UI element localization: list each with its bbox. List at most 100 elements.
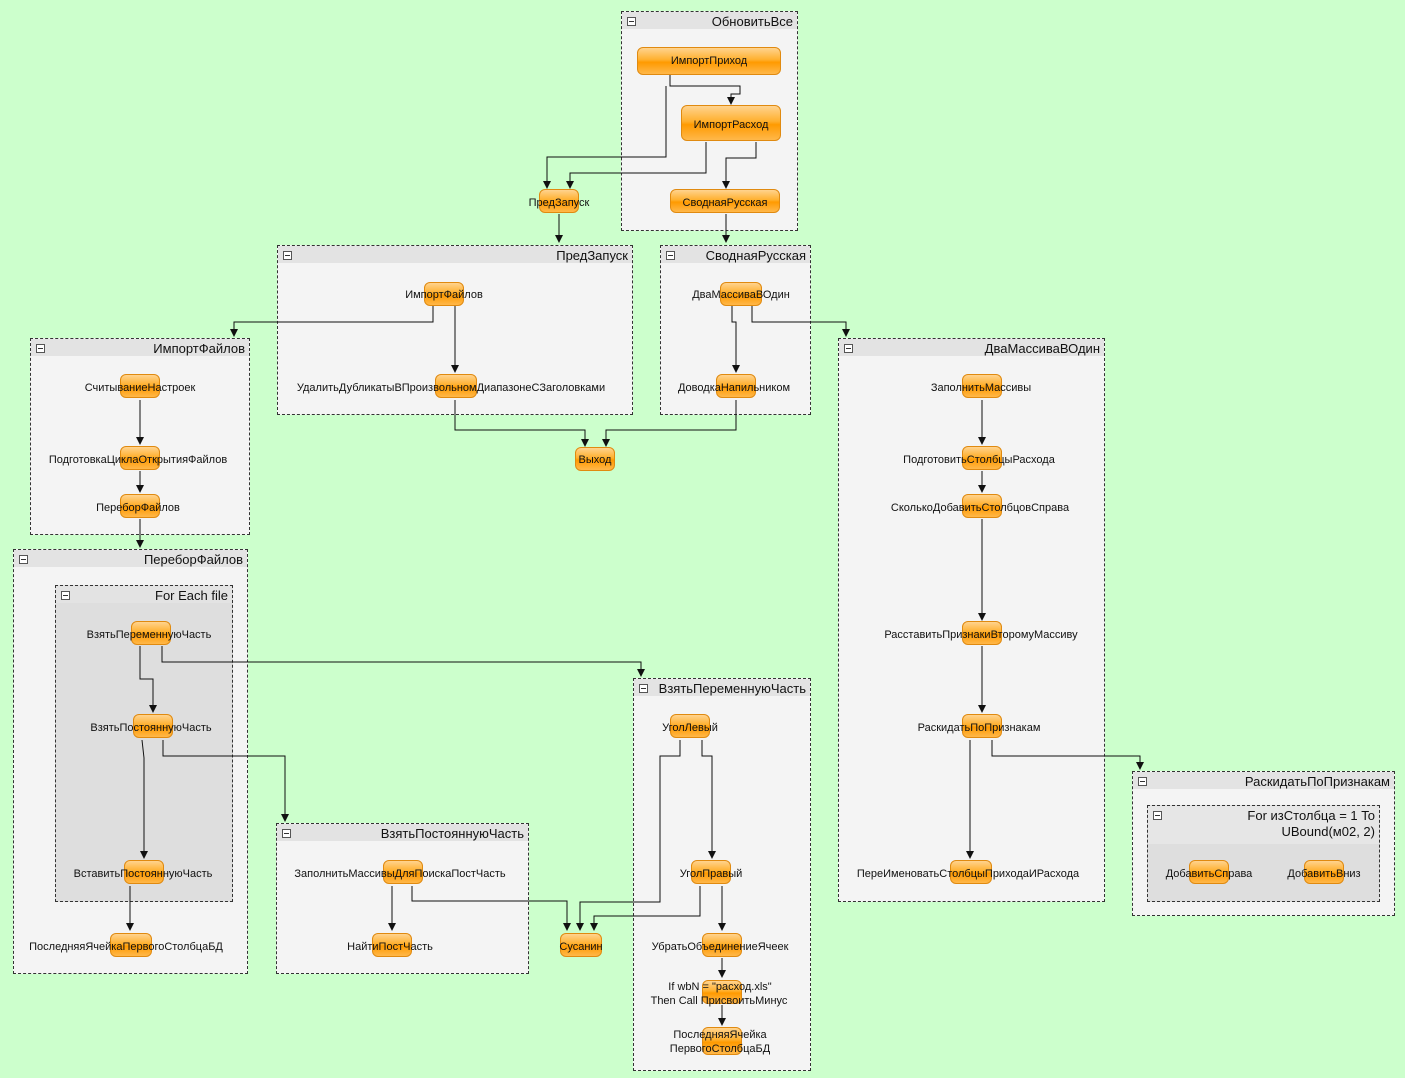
node-raskidat-po-priznakam[interactable] — [962, 714, 1002, 738]
label-ugol-levyi: УголЛевый — [662, 722, 718, 734]
edge — [411, 886, 571, 931]
node-vzyat-postoyannuyu[interactable] — [133, 714, 173, 738]
collapse-icon[interactable] — [627, 17, 636, 26]
label-vyhod: Выход — [578, 454, 612, 466]
edge — [602, 400, 737, 447]
label-pred-zapusk: ПредЗапуск — [528, 197, 590, 209]
node-dobavit-sprava[interactable] — [1189, 860, 1229, 884]
node-ubrat-obedinenie[interactable] — [702, 933, 742, 957]
group-title: ВзятьПостояннуюЧасть — [380, 826, 524, 841]
label-dovodka: ДоводкаНапильником — [677, 382, 791, 394]
label-poslednyaya-yacheika: ПоследняяЯчейкаПервогоСтолбцаБД — [29, 941, 223, 953]
collapse-icon[interactable] — [36, 344, 45, 353]
label-poslednyaya-2-line1: ПоследняяЯчейка — [673, 1029, 767, 1041]
label-raskidat-po-priznakam: РаскидатьПоПризнакам — [917, 722, 1041, 734]
collapse-icon[interactable] — [666, 251, 675, 260]
node-skolko-dobavit[interactable] — [962, 494, 1002, 518]
node-prisvoit-minus[interactable] — [702, 980, 742, 1004]
label-zapolnit-dlya-poiska: ЗаполнитьМассивыДляПоискаПостЧасть — [294, 868, 506, 880]
label-import-prihod: ИмпортПриход — [670, 55, 748, 67]
label-ugol-pravyi: УголПравый — [679, 868, 743, 880]
group-title: ОбновитьВсе — [711, 14, 793, 29]
label-podgotovka-cikla: ПодготовкаЦиклаОткрытияФайлов — [48, 454, 228, 466]
node-dva-massiva-v-odin[interactable] — [720, 282, 762, 306]
node-zapolnit-dlya-poiska[interactable] — [383, 860, 423, 884]
label-dobavit-sprava: ДобавитьСправа — [1165, 868, 1253, 880]
node-poslednyaya-2[interactable] — [702, 1027, 742, 1055]
edge — [140, 739, 148, 859]
label-vstavit-postoyannuyu: ВставитьПостояннуюЧасть — [73, 868, 213, 880]
edge — [722, 142, 757, 189]
collapse-icon[interactable] — [1138, 777, 1147, 786]
edge — [162, 740, 289, 822]
node-vzyat-peremennuyu[interactable] — [131, 621, 171, 645]
collapse-icon[interactable] — [1153, 811, 1162, 820]
collapse-icon[interactable] — [282, 829, 291, 838]
node-dovodka[interactable] — [716, 374, 756, 398]
node-susanin[interactable] — [560, 933, 602, 957]
edge — [751, 306, 850, 337]
node-vstavit-postoyannuyu[interactable] — [124, 860, 164, 884]
edge — [454, 400, 589, 447]
node-import-failov[interactable] — [424, 282, 464, 306]
node-podgotovka-cikla[interactable] — [120, 446, 160, 470]
edge — [230, 306, 434, 337]
collapse-icon[interactable] — [639, 684, 648, 693]
edge — [161, 646, 645, 677]
edge — [139, 646, 157, 713]
node-dobavit-vniz[interactable] — [1304, 860, 1344, 884]
group-title: СводнаяРусская — [705, 248, 806, 263]
collapse-icon[interactable] — [19, 555, 28, 564]
collapse-icon[interactable] — [61, 591, 70, 600]
node-import-rashod[interactable] — [681, 105, 781, 141]
collapse-icon[interactable] — [283, 251, 292, 260]
node-rasstavit-priznaki[interactable] — [962, 621, 1002, 645]
label-if-wbn-line2: Then Call ПрисвоитьМинус — [650, 995, 788, 1007]
label-import-failov: ИмпортФайлов — [405, 289, 483, 301]
node-poslednyaya-yacheika[interactable] — [110, 933, 152, 957]
group-for-iz-stolbca: For изСтолбца = 1 To UBound(м02, 2) — [1147, 805, 1380, 902]
node-ugol-pravyi[interactable] — [691, 860, 731, 884]
node-podgotovit-stolbcy[interactable] — [962, 446, 1002, 470]
label-import-rashod: ИмпортРасход — [693, 119, 769, 131]
label-udalit-dublikaty: УдалитьДубликатыВПроизвольномДиапазонеСЗ… — [296, 382, 606, 394]
node-udalit-dublikaty[interactable] — [435, 374, 477, 398]
label-skolko-dobavit: СколькоДобавитьСтолбцовСправа — [890, 502, 1070, 514]
group-title: For изСтолбца = 1 To UBound(м02, 2) — [1247, 808, 1375, 839]
edge — [731, 306, 740, 373]
group-title: ПредЗапуск — [556, 248, 628, 263]
node-perebor-failov[interactable] — [120, 494, 160, 518]
node-svodnaya-russkaya[interactable] — [670, 189, 780, 213]
node-import-prihod[interactable] — [637, 47, 781, 75]
group-dva-massiva: ДваМассиваВОдин — [838, 338, 1105, 902]
edge — [590, 886, 701, 931]
node-zapolnit-massivy[interactable] — [962, 374, 1002, 398]
node-schityvanie[interactable] — [120, 374, 160, 398]
collapse-icon[interactable] — [844, 344, 853, 353]
node-pereimenovat[interactable] — [950, 860, 992, 884]
edge — [566, 142, 707, 189]
edge — [991, 740, 1144, 770]
edge — [543, 86, 667, 189]
node-naiti-post[interactable] — [372, 933, 412, 957]
label-pereimenovat: ПереИменоватьСтолбцыПриходаИРасхода — [856, 868, 1080, 880]
node-ugol-levyi[interactable] — [670, 714, 710, 738]
label-naiti-post: НайтиПостЧасть — [347, 941, 433, 953]
group-title: ПереборФайлов — [143, 552, 243, 567]
edge — [669, 72, 741, 105]
node-pred-zapusk[interactable] — [539, 189, 579, 213]
label-svodnaya-russkaya: СводнаяРусская — [682, 197, 768, 209]
node-vyhod[interactable] — [575, 447, 615, 471]
label-perebor-failov: ПереборФайлов — [96, 502, 180, 514]
label-if-wbn-line1: If wbN = "расход.xls" — [668, 981, 772, 993]
group-title: РаскидатьПоПризнакам — [1244, 774, 1390, 789]
label-dobavit-vniz: ДобавитьВниз — [1287, 868, 1361, 880]
edge — [576, 740, 681, 931]
label-schityvanie: СчитываниеНастроек — [84, 382, 196, 394]
label-rasstavit-priznaki: РасставитьПризнакиВторомуМассиву — [884, 629, 1078, 641]
label-podgotovit-stolbcy: ПодготовитьСтолбцыРасхода — [903, 454, 1055, 466]
label-susanin: Сусанин — [559, 941, 603, 953]
label-poslednyaya-2-line2: ПервогоСтолбцаБД — [669, 1043, 771, 1055]
